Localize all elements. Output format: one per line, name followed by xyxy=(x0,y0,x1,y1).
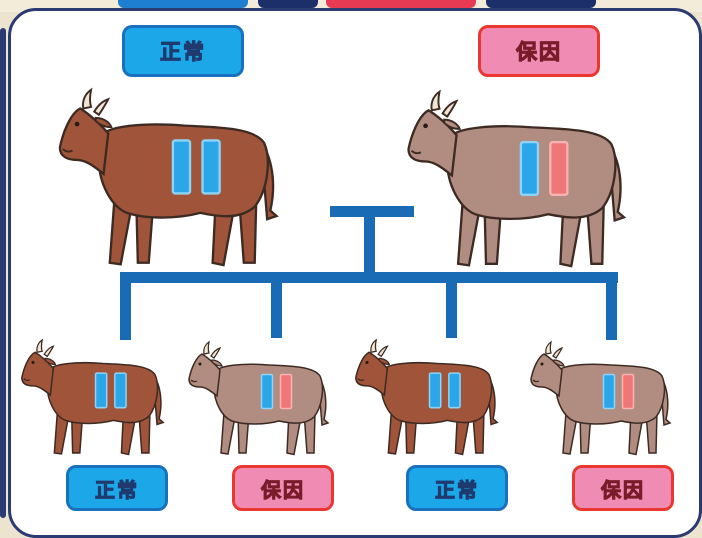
offspring-cow-4 xyxy=(530,341,671,456)
offspring-cow-3 xyxy=(355,339,498,456)
gene-mutant xyxy=(549,140,569,196)
offspring-cow-1 xyxy=(21,339,164,456)
title-fragment-dark xyxy=(258,0,318,8)
gene-mutant xyxy=(621,373,635,410)
side-border xyxy=(0,28,6,518)
gene-normal-1 xyxy=(171,139,192,195)
gene-normal-1 xyxy=(94,372,108,409)
title-fragment-blue xyxy=(118,0,248,8)
offspring-branch-2 xyxy=(271,272,282,338)
offspring-cow-2 xyxy=(188,341,329,456)
title-fragment-red xyxy=(326,0,476,8)
label-child-1-normal: 正常 xyxy=(66,465,168,511)
offspring-branch-4 xyxy=(606,272,617,340)
gene-normal-2 xyxy=(448,372,461,409)
gene-normal xyxy=(602,373,616,410)
offspring-connector-bar xyxy=(120,272,618,283)
parent-cow-normal xyxy=(58,88,278,267)
parent-cow-carrier xyxy=(407,90,626,268)
parents-stem xyxy=(364,210,375,276)
gene-mutant xyxy=(279,373,293,410)
gene-normal-2 xyxy=(114,372,127,409)
gene-normal xyxy=(260,373,274,410)
gene-normal xyxy=(519,140,540,196)
label-parent-carrier: 保因 xyxy=(478,25,600,77)
label-child-4-carrier: 保因 xyxy=(572,465,674,511)
offspring-branch-3 xyxy=(446,272,457,338)
title-fragment-dark-2 xyxy=(486,0,596,8)
label-child-2-carrier: 保因 xyxy=(232,465,334,511)
label-child-3-normal: 正常 xyxy=(406,465,508,511)
gene-normal-1 xyxy=(428,372,442,409)
label-parent-normal: 正常 xyxy=(122,25,244,77)
offspring-branch-1 xyxy=(120,272,131,340)
gene-normal-2 xyxy=(201,139,221,195)
